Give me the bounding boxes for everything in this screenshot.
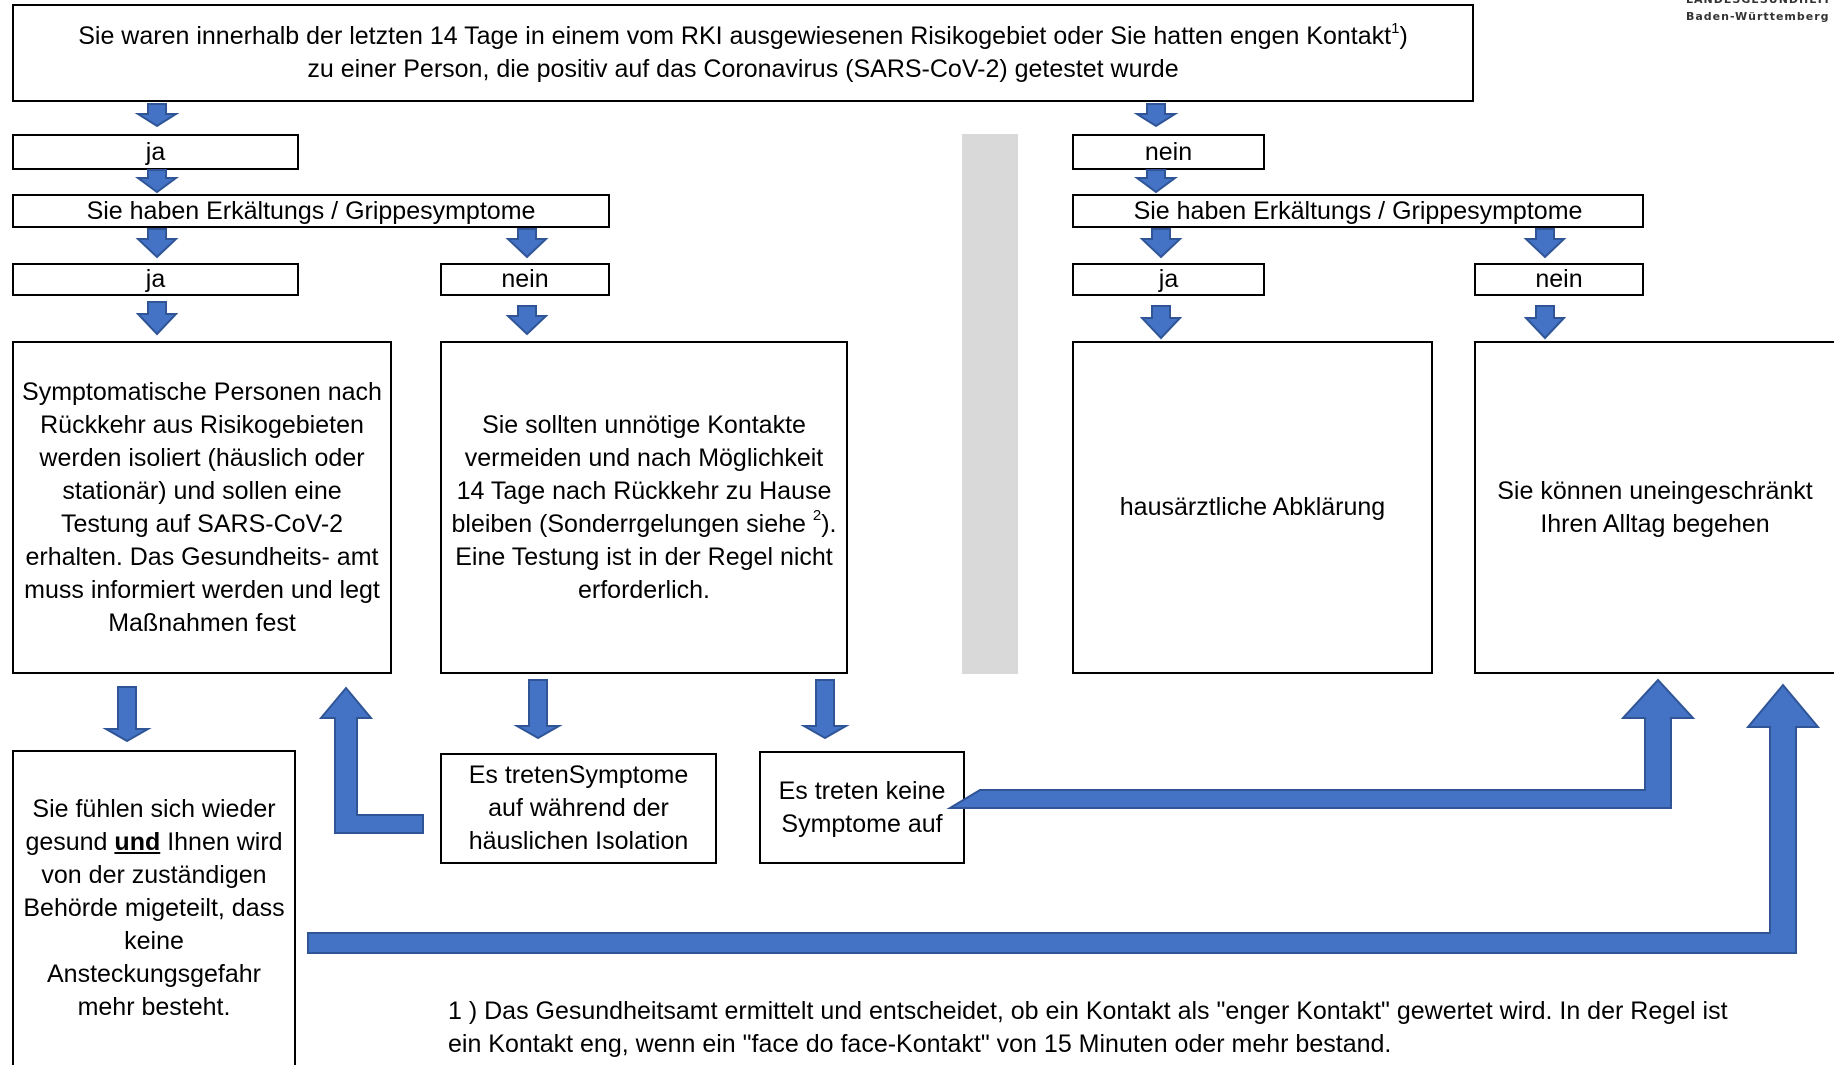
right-symptom-question: Sie haben Erkältungs / Grippesymptome (1072, 194, 1644, 228)
footnote-ref-2: 2 (812, 507, 822, 525)
logo-line1: LANDESGESUNDHEIT (1686, 0, 1834, 8)
arrow-down-icon (135, 228, 179, 259)
asymptomatic-result-box: Sie sollten unnötige Kontakte vermeiden … (440, 341, 848, 674)
arrow-down-icon (800, 679, 850, 740)
arrow-down-icon (135, 301, 179, 336)
left-symptom-no: nein (440, 263, 610, 296)
symptoms-appear-box: Es tretenSymptome auf während der häusli… (440, 753, 717, 864)
logo: LANDESGESUNDHEIT Baden-Württemberg (1686, 0, 1834, 23)
answer-nein-box: nein (1072, 134, 1265, 170)
footnote: 1 ) Das Gesundheitsamt ermittelt und ent… (448, 995, 1834, 1061)
doctor-consult-box: hausärztliche Abklärung (1072, 341, 1433, 674)
arrow-down-icon (1133, 169, 1179, 194)
recovered-to-normal-life-arrow-icon (307, 683, 1821, 954)
footnote-ref-1: 1 (1391, 19, 1400, 37)
symptomatic-result-box: Symptomatische Personen nach Rückkehr au… (12, 341, 392, 674)
left-symptom-yes: ja (12, 263, 299, 296)
top-question-box: Sie waren innerhalb der letzten 14 Tage … (12, 4, 1474, 102)
arrow-down-icon (1523, 305, 1567, 340)
arrow-down-icon (1139, 228, 1183, 259)
arrow-down-icon (1523, 228, 1567, 259)
arrow-down-icon (102, 686, 152, 743)
und-emphasis: und (114, 828, 161, 856)
footnote-line1: 1 ) Das Gesundheitsamt ermittelt und ent… (448, 997, 1728, 1025)
arrow-down-icon (134, 103, 180, 128)
arrow-down-icon (134, 169, 180, 194)
arrow-down-icon (1139, 305, 1183, 340)
footnote-line2: ein Kontakt eng, wenn ein "face do face-… (448, 1030, 1392, 1058)
top-question-line1: Sie waren innerhalb der letzten 14 Tage … (78, 19, 1408, 50)
left-symptom-question: Sie haben Erkältungs / Grippesymptome (12, 194, 610, 228)
right-symptom-no: nein (1474, 263, 1644, 296)
top-question-line2: zu einer Person, die positiv auf das Cor… (307, 55, 1179, 83)
branch-divider (962, 134, 1018, 674)
normal-life-box: Sie können uneingeschränkt Ihren Alltag … (1474, 341, 1834, 674)
logo-line2: Baden-Württemberg (1686, 10, 1830, 23)
arrow-down-icon (1133, 103, 1179, 128)
recovered-box: Sie fühlen sich wieder gesund und Ihnen … (12, 750, 296, 1065)
return-to-isolation-arrow-icon (318, 686, 424, 834)
arrow-down-icon (505, 305, 549, 336)
arrow-down-icon (513, 679, 563, 740)
arrow-down-icon (505, 228, 549, 259)
no-symptoms-box: Es treten keine Symptome auf (759, 751, 965, 864)
right-symptom-yes: ja (1072, 263, 1265, 296)
answer-ja-box: ja (12, 134, 299, 170)
no-symptoms-to-normal-life-arrow-icon (946, 678, 1696, 809)
